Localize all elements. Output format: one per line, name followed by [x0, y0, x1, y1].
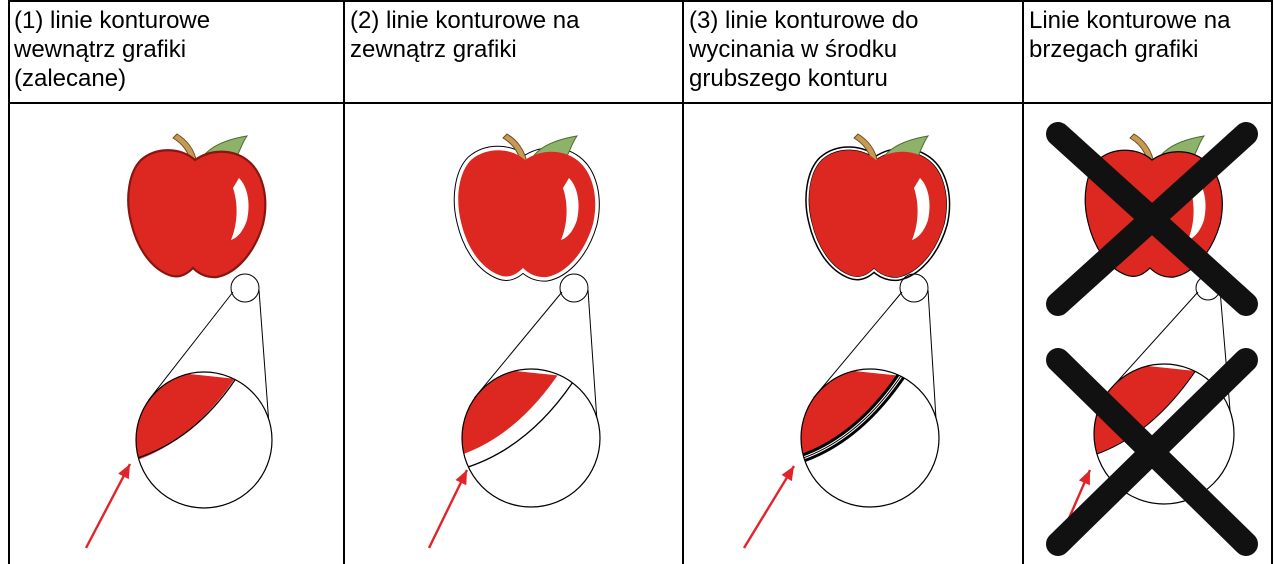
column-header-edges: Linie konturowe na brzegach grafiki [1029, 6, 1230, 64]
connector-line [813, 291, 903, 399]
header-divider [8, 102, 1272, 104]
illustration-canvas [1046, 122, 1258, 556]
header-line: grubszego konturu [689, 65, 888, 92]
pointer-arrow [84, 463, 132, 549]
zoom-circle [800, 368, 940, 508]
stem [502, 133, 528, 165]
arrow-head [1078, 470, 1090, 486]
column-header-outside: (2) linie konturowe na zewnątrz grafiki [350, 6, 579, 64]
apple-body [809, 150, 947, 278]
arrow-head [781, 466, 794, 482]
zoom-source-circle [899, 273, 929, 303]
illustration-canvas [427, 133, 601, 549]
arrow-shaft [84, 463, 132, 549]
zoom-content [462, 369, 600, 507]
column-header-inside: (1) linie konturowe wewnątrz grafiki (za… [14, 6, 210, 93]
stem [853, 133, 879, 165]
table-border-right [1271, 0, 1273, 564]
zoom-cut-line [136, 377, 238, 461]
apple-highlight [561, 178, 579, 240]
table-divider-2 [682, 0, 684, 564]
zoom-white-margin [462, 373, 566, 464]
apple-body [127, 149, 267, 279]
zoom-content [136, 372, 272, 508]
illustration-inside [10, 104, 343, 564]
connector-line [147, 291, 234, 401]
header-line: wewnątrz grafiki [14, 36, 187, 63]
header-line: (3) linie konturowe do [689, 7, 919, 34]
zoom-red-area [801, 369, 902, 461]
zoom-content [801, 369, 939, 507]
illustration-edges [1024, 104, 1271, 564]
arrow-shaft [427, 469, 469, 549]
zoom-circle [135, 371, 273, 509]
illustration-canvas [742, 133, 951, 549]
table-divider-1 [343, 0, 345, 564]
header-line: wycinania w środku [689, 36, 898, 63]
pointer-arrow [427, 469, 469, 549]
cross-stroke [1046, 122, 1258, 316]
cross-stroke [1046, 348, 1258, 556]
zoom-red-area [462, 369, 563, 461]
table-border-left [8, 0, 10, 564]
pointer-arrow [742, 465, 796, 549]
table-border-top [8, 0, 1272, 2]
illustration-outside [345, 104, 682, 564]
header-line: brzegach grafiki [1029, 36, 1199, 63]
illustration-middle [684, 104, 1022, 564]
illustration-canvas [84, 133, 273, 549]
magnifier-detail [461, 273, 601, 508]
connector-line [1106, 291, 1199, 394]
zoom-circle [1093, 363, 1235, 505]
arrow-head [455, 470, 467, 486]
header-line: (2) linie konturowe na [350, 7, 580, 34]
zoom-cut-line [462, 382, 573, 471]
apple-illustration [453, 133, 600, 282]
header-line: (1) linie konturowe [14, 7, 211, 34]
apple-illustration [805, 133, 951, 282]
magnifier-detail [800, 273, 940, 508]
zoom-source-circle [230, 273, 260, 303]
cross-mark [1046, 348, 1258, 556]
zoom-cut-line [1094, 370, 1196, 457]
zoom-red-area [136, 372, 235, 462]
header-line: Linie konturowe na [1029, 7, 1231, 34]
header-line: (zalecane) [14, 65, 127, 92]
apple-body [458, 150, 596, 278]
apple-highlight [231, 178, 249, 240]
cross-mark [1046, 122, 1258, 316]
apple-highlight [912, 178, 930, 240]
column-header-middle: (3) linie konturowe do wycinania w środk… [689, 6, 918, 93]
table-divider-3 [1022, 0, 1024, 564]
arrow-shaft [742, 465, 796, 549]
magnifier-detail [135, 273, 273, 509]
zoom-source-circle [559, 273, 589, 303]
connector-line [474, 291, 563, 399]
arrow-head [118, 464, 130, 480]
apple-illustration [127, 133, 267, 279]
zoom-circle [461, 368, 601, 508]
header-line: zewnątrz grafiki [350, 36, 517, 63]
zoom-cut-line [801, 375, 902, 461]
